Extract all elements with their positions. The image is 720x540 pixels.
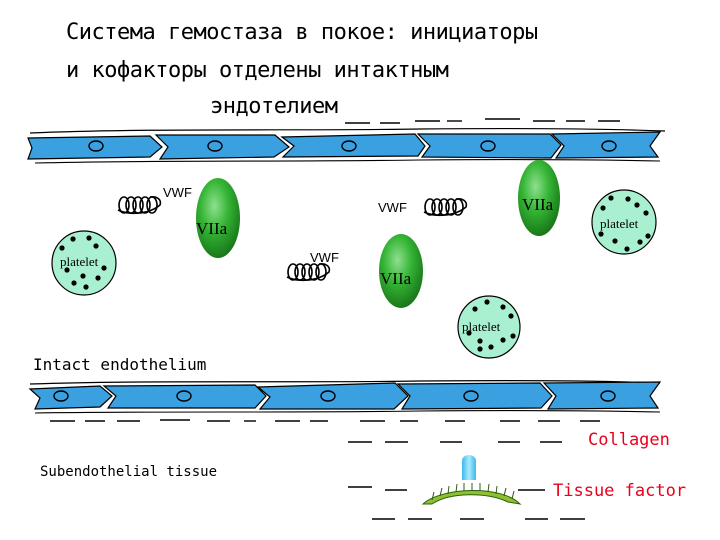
viia-label: VIIa: [380, 269, 412, 288]
subendothelial-tissue-label: Subendothelial tissue: [40, 464, 218, 480]
platelet: [457, 295, 521, 359]
vwf-label: VWF: [378, 200, 407, 215]
vwf-label: VWF: [310, 250, 339, 265]
viia-label: VIIa: [196, 219, 228, 238]
endothelial-cell: [416, 133, 562, 159]
vwf-coil: [117, 196, 162, 215]
title-line-3: эндотелием: [210, 94, 338, 119]
platelet-label: platelet: [462, 319, 501, 334]
vwf-coil: [286, 263, 331, 282]
endothelial-cell: [28, 385, 113, 410]
endothelial-cell: [27, 135, 163, 160]
endothelial-cell: [550, 131, 662, 159]
platelet-label: platelet: [60, 254, 99, 269]
cell-nucleus: [176, 390, 192, 402]
endothelium-top: [27, 128, 666, 164]
viia-factor: [196, 178, 240, 258]
platelet: [591, 189, 657, 255]
viia-factor: [379, 234, 423, 308]
cell-nucleus: [601, 140, 617, 152]
tissue-factor: [421, 455, 522, 505]
platelet: [51, 230, 117, 296]
title-line-1: Система гемостаза в покое: инициаторы: [66, 20, 538, 45]
cell-nucleus: [88, 140, 104, 152]
endothelial-cell: [102, 384, 267, 409]
endothelial-cell: [396, 382, 553, 410]
platelet-label: platelet: [600, 216, 639, 231]
cell-nucleus: [480, 140, 496, 152]
viia-label: VIIa: [522, 195, 554, 214]
title-line-2: и кофакторы отделены интактным: [66, 58, 449, 83]
cell-nucleus: [53, 390, 69, 402]
cell-nucleus: [207, 140, 223, 152]
endothelium-bottom: [28, 380, 662, 414]
cell-nucleus: [320, 390, 336, 402]
vwf-coil: [423, 198, 468, 217]
endothelial-cell: [542, 381, 662, 410]
endothelial-cell: [280, 133, 426, 158]
vwf-label: VWF: [163, 185, 192, 200]
viia-factor: [518, 160, 560, 236]
title-dashes: [345, 118, 620, 124]
cell-nucleus: [463, 390, 479, 402]
endothelial-cell: [256, 382, 409, 410]
tissue-factor-label: Tissue factor: [553, 481, 687, 501]
cell-nucleus: [341, 140, 357, 152]
intact-endothelium-label: Intact endothelium: [33, 355, 207, 374]
collagen-label: Collagen: [588, 430, 670, 450]
collagen-fibers: [50, 419, 600, 520]
cell-nucleus: [600, 390, 616, 402]
